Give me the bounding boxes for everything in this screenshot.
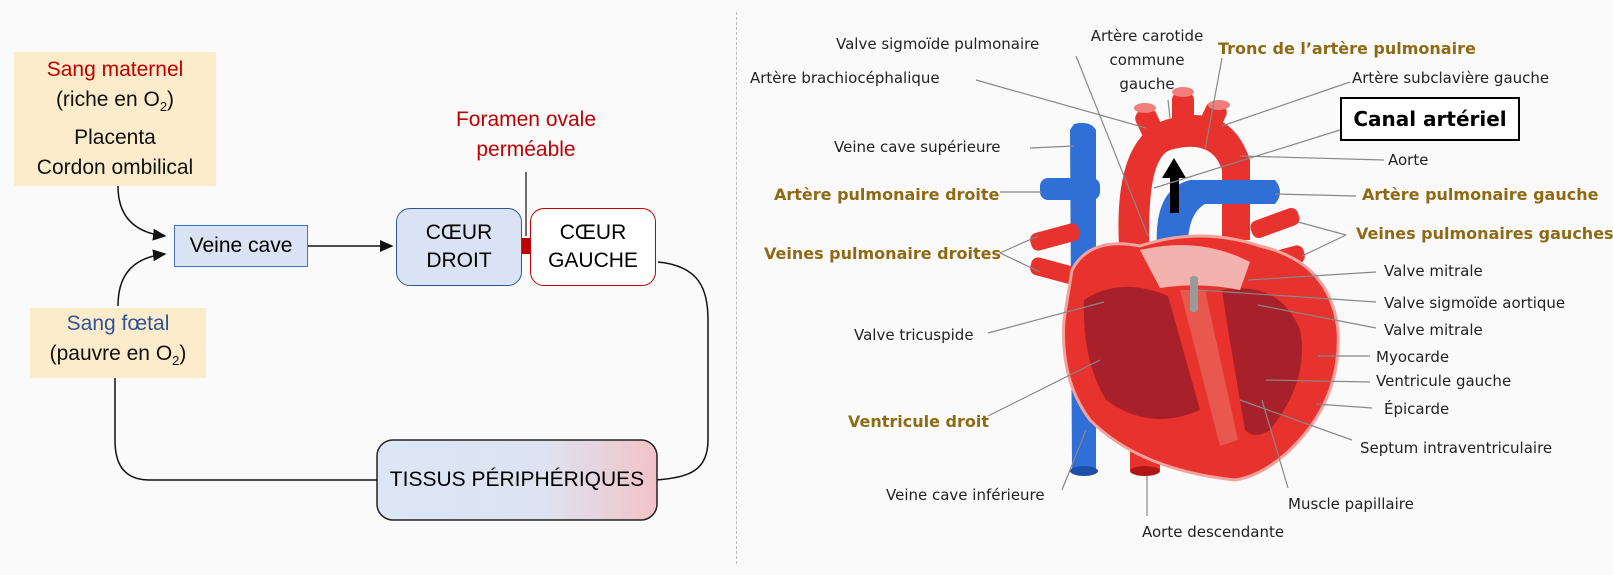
- label-artere-subclaviere: Artère subclavière gauche: [1352, 69, 1550, 87]
- canal-arteriel-box: Canal artériel: [1340, 97, 1520, 141]
- foramen-line2: perméable: [476, 138, 576, 161]
- veine-cave-label: Veine cave: [189, 234, 293, 257]
- veine-cave-box: Veine cave: [174, 225, 308, 267]
- label-myocarde: Myocarde: [1376, 348, 1450, 366]
- maternal-line4: Cordon ombilical: [36, 155, 194, 179]
- maternal-line3: Placenta: [74, 125, 156, 149]
- fetal-blood-box: Sang fœtal (pauvre en O2): [30, 308, 206, 378]
- subclavian-branch: [1195, 101, 1227, 143]
- label-veine-cave-inferieure: Veine cave inférieure: [886, 486, 1045, 504]
- carotide-line3: gauche: [1119, 75, 1175, 93]
- label-aorte: Aorte: [1388, 151, 1429, 169]
- carotide-line2: commune: [1109, 51, 1185, 69]
- carotid-branch: [1172, 92, 1194, 132]
- branch-top-1: [1134, 103, 1156, 113]
- coeur-droit-box: CŒUR DROIT: [396, 208, 522, 286]
- tissus-return-line: [114, 378, 378, 481]
- canal-arrow-head: [1162, 158, 1186, 178]
- label-artere-pulmonaire-gauche: Artère pulmonaire gauche: [1362, 185, 1599, 204]
- fetal-line1: Sang fœtal: [66, 312, 170, 336]
- tissus-label: TISSUS PÉRIPHÉRIQUES: [389, 468, 645, 491]
- label-veines-pulmonaire-droites: Veines pulmonaire droites: [764, 244, 1001, 263]
- coeur-droit-line1: CŒUR: [425, 221, 493, 244]
- fetal-o2-post: ): [179, 342, 187, 366]
- brachio-branch: [1135, 107, 1167, 149]
- aortic-valve-mark: [1190, 276, 1198, 312]
- label-aorte-descendante: Aorte descendante: [1142, 523, 1285, 541]
- fetal-arrow: [117, 249, 167, 307]
- maternal-o2-sub: 2: [159, 99, 168, 115]
- fetal-o2-pre: (pauvre en O: [49, 342, 173, 366]
- label-valve-mitrale-2: Valve mitrale: [1384, 321, 1483, 339]
- label-ventricule-gauche: Ventricule gauche: [1376, 372, 1512, 390]
- right-ventricle-chamber: [1083, 286, 1200, 419]
- fetal-o2-sub: 2: [172, 353, 180, 369]
- carotide-line1: Artère carotide: [1090, 27, 1204, 45]
- maternal-o2-post: ): [167, 88, 175, 112]
- label-valve-mitrale-1: Valve mitrale: [1384, 262, 1483, 280]
- aortic-arch-shape: [1118, 115, 1250, 260]
- branch-top-2: [1172, 87, 1194, 97]
- label-artere-carotide: Artère carotide commune gauche: [1082, 24, 1212, 96]
- vena-cava-bottom: [1070, 466, 1098, 476]
- label-muscle-papillaire: Muscle papillaire: [1288, 495, 1414, 513]
- right-pulm-vein-2: [1030, 257, 1080, 285]
- maternal-blood-box: Sang maternel (riche en O2) Placenta Cor…: [14, 52, 216, 186]
- coeur-gauche-line1: CŒUR: [559, 221, 627, 244]
- leader-lines: [975, 55, 1385, 516]
- label-veine-cave-superieure: Veine cave supérieure: [834, 138, 1001, 156]
- label-artere-brachiocephalique: Artère brachiocéphalique: [750, 69, 940, 87]
- label-valve-sigmoide-aortique: Valve sigmoïde aortique: [1384, 294, 1566, 312]
- label-veines-pulmonaires-gauches: Veines pulmonaires gauches: [1356, 224, 1613, 243]
- atria-area: [1140, 245, 1250, 290]
- maternal-arrow: [117, 185, 167, 241]
- left-ventricle-chamber: [1222, 288, 1302, 435]
- branch-top-3: [1208, 100, 1230, 110]
- right-pulm-vein-1: [1030, 223, 1080, 251]
- label-artere-pulmonaire-droite: Artère pulmonaire droite: [774, 185, 1000, 204]
- label-epicarde: Épicarde: [1384, 400, 1450, 418]
- maternal-o2-pre: (riche en O: [55, 88, 160, 112]
- label-valve-sigmoide-pulmonaire: Valve sigmoïde pulmonaire: [836, 35, 1040, 53]
- descending-aorta-bottom: [1130, 466, 1160, 476]
- cg-to-tissus-line: [654, 261, 709, 481]
- label-valve-tricuspide: Valve tricuspide: [854, 326, 974, 344]
- foramen-line1: Foramen ovale: [455, 108, 597, 131]
- maternal-line2: (riche en O2): [56, 85, 174, 122]
- tissus-box: [376, 439, 658, 521]
- maternal-line1: Sang maternel: [46, 58, 184, 82]
- fetal-line2: (pauvre en O2): [50, 339, 187, 376]
- panel-divider: [736, 12, 737, 564]
- canal-arrow-shaft: [1170, 175, 1179, 213]
- left-pulm-vein-1: [1250, 207, 1300, 239]
- septum-shape: [1180, 290, 1238, 446]
- coeur-droit-line2: DROIT: [426, 249, 492, 272]
- canal-arteriel-label: Canal artériel: [1353, 107, 1507, 131]
- foramen-label: Foramen ovale perméable: [430, 105, 622, 165]
- label-septum: Septum intraventriculaire: [1360, 439, 1553, 457]
- label-tronc-artere-pulmonaire: Tronc de l’artère pulmonaire: [1218, 39, 1476, 58]
- right-pulm-artery: [1040, 178, 1100, 200]
- coeur-gauche-box: CŒUR GAUCHE: [530, 208, 656, 286]
- coeur-gauche-line2: GAUCHE: [548, 249, 638, 272]
- label-ventricule-droit: Ventricule droit: [848, 412, 990, 431]
